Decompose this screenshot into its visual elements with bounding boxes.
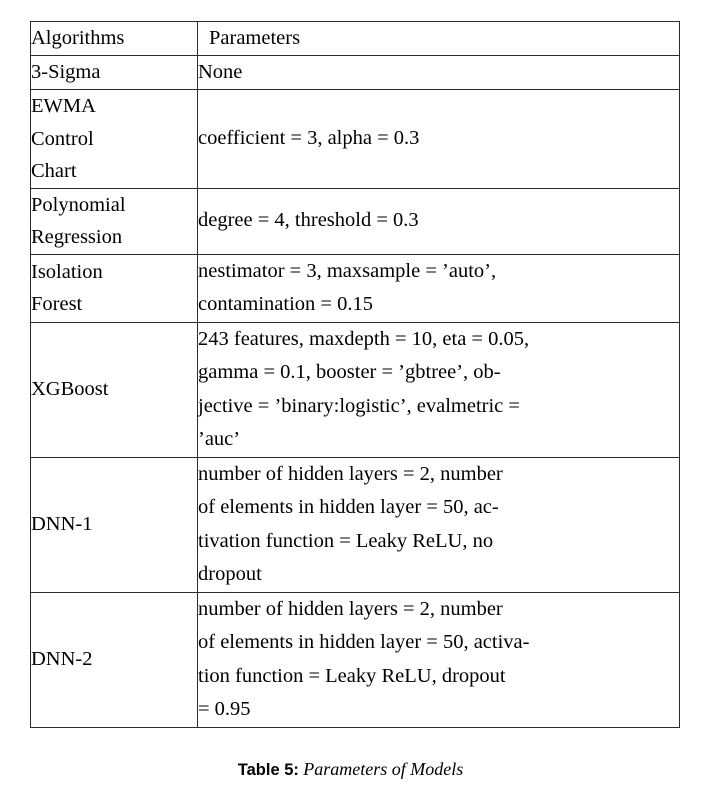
cell-algorithm-name: EWMA Control Chart <box>30 89 198 189</box>
cell-algorithm-name: DNN-2 <box>30 591 198 728</box>
cell-algorithm-parameters: number of hidden layers = 2, number of e… <box>197 456 680 593</box>
cell-algorithm-parameters: nestimator = 3, maxsample = ’auto’, cont… <box>197 253 680 323</box>
column-header-algorithms: Algorithms <box>30 21 198 56</box>
cell-algorithm-name: XGBoost <box>30 321 198 458</box>
table-row: DNN-1 number of hidden layers = 2, numbe… <box>30 456 680 593</box>
parameters-table-container: Algorithms Parameters 3-Sigma None EWMA … <box>30 21 680 728</box>
cell-algorithm-parameters: None <box>197 54 680 90</box>
cell-algorithm-parameters: degree = 4, threshold = 0.3 <box>197 187 680 255</box>
table-header: Algorithms Parameters <box>30 21 680 56</box>
cell-algorithm-name: 3-Sigma <box>30 54 198 90</box>
table-row: Polynomial Regression degree = 4, thresh… <box>30 187 680 255</box>
column-header-parameters: Parameters <box>197 21 680 56</box>
table-caption: Table 5: Parameters of Models <box>0 758 701 781</box>
caption-label: Table 5: <box>237 761 299 779</box>
cell-algorithm-parameters: number of hidden layers = 2, number of e… <box>197 591 680 728</box>
caption-title: Parameters of Models <box>303 759 464 779</box>
cell-algorithm-parameters: coefficient = 3, alpha = 0.3 <box>197 89 680 189</box>
table-row: EWMA Control Chart coefficient = 3, alph… <box>30 89 680 189</box>
cell-algorithm-name: Polynomial Regression <box>30 187 198 255</box>
table-row: DNN-2 number of hidden layers = 2, numbe… <box>30 591 680 728</box>
table-body: 3-Sigma None EWMA Control Chart coeffici… <box>30 54 680 728</box>
cell-algorithm-parameters: 243 features, maxdepth = 10, eta = 0.05,… <box>197 321 680 458</box>
cell-algorithm-name: Isolation Forest <box>30 253 198 323</box>
cell-algorithm-name: DNN-1 <box>30 456 198 593</box>
table-row: 3-Sigma None <box>30 54 680 90</box>
table-row: Isolation Forest nestimator = 3, maxsamp… <box>30 253 680 323</box>
parameters-table: Algorithms Parameters 3-Sigma None EWMA … <box>30 21 680 728</box>
table-row: XGBoost 243 features, maxdepth = 10, eta… <box>30 321 680 458</box>
table-header-row: Algorithms Parameters <box>30 21 680 56</box>
